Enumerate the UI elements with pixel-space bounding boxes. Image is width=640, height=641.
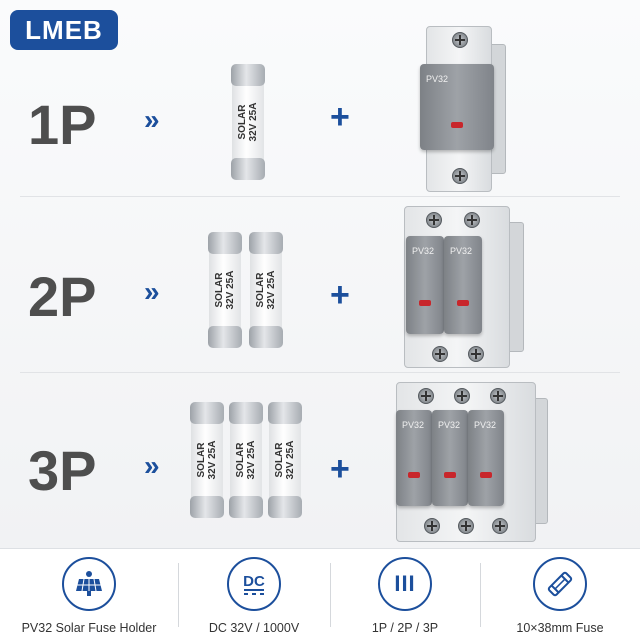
fuse-label-line1: SOLAR — [235, 442, 246, 478]
feature-item: PV32 Solar Fuse Holder — [0, 549, 178, 641]
screw-icon — [464, 212, 480, 228]
feature-label: 1P / 2P / 3P — [371, 621, 439, 635]
fuse-label-line1: SOLAR — [274, 442, 285, 478]
indicator-led-icon — [480, 472, 492, 478]
feature-label: DC 32V / 1000V — [208, 621, 300, 635]
row-divider — [20, 196, 620, 197]
fuse-label-line2: 32V 25A — [266, 270, 277, 310]
holder-label: PV32 — [402, 420, 425, 430]
solar-panel-icon — [62, 557, 116, 611]
feature-separator — [480, 563, 481, 627]
feature-item: III 1P / 2P / 3P — [330, 549, 480, 641]
screw-icon — [426, 212, 442, 228]
fuse-label-line2: 32V 25A — [225, 270, 236, 310]
screw-icon — [468, 346, 484, 362]
indicator-led-icon — [419, 300, 431, 306]
poles-icon: III — [378, 557, 432, 611]
fuse-label-line1: SOLAR — [255, 272, 266, 308]
pole-label: 2P — [28, 265, 97, 328]
fuse-holder-module: PV32 — [432, 410, 468, 506]
indicator-led-icon — [444, 472, 456, 478]
brand-logo: LMEB — [10, 10, 118, 50]
screw-icon — [418, 388, 434, 404]
screw-icon — [492, 518, 508, 534]
fuse-label-line1: SOLAR — [214, 272, 225, 308]
fuse-label-line1: SOLAR — [196, 442, 207, 478]
indicator-led-icon — [408, 472, 420, 478]
pole-label: 3P — [28, 439, 97, 502]
chevron-right-icon: » — [144, 104, 159, 135]
fuse-holder-module: PV32 — [396, 410, 432, 506]
pole-label: 1P — [28, 93, 97, 156]
plus-icon: + — [330, 276, 350, 314]
screw-icon — [452, 168, 468, 184]
holder-label: PV32 — [412, 246, 435, 256]
fuse-holder-module: PV32 — [420, 64, 494, 150]
feature-bar: PV32 Solar Fuse Holder DC DC 32V / 1000V… — [0, 548, 640, 641]
feature-separator — [330, 563, 331, 627]
holder-label: PV32 — [450, 246, 473, 256]
holder-label: PV32 — [474, 420, 497, 430]
feature-label: PV32 Solar Fuse Holder — [21, 621, 157, 635]
screw-icon — [490, 388, 506, 404]
dc-icon-text: DC — [243, 572, 265, 590]
holder-label: PV32 — [438, 420, 461, 430]
fuse-holder-2p: PV32 PV32 — [398, 206, 524, 368]
plus-icon: + — [330, 450, 350, 488]
screw-icon — [454, 388, 470, 404]
fuse-label-line2: 32V 25A — [285, 440, 296, 480]
feature-separator — [178, 563, 179, 627]
screw-icon — [458, 518, 474, 534]
chevron-right-icon: » — [144, 450, 159, 481]
fuse-holder-1p: PV32 — [416, 26, 506, 192]
dc-icon: DC — [227, 557, 281, 611]
poles-icon-text: III — [394, 571, 416, 596]
fuse-label-line1: SOLAR — [237, 104, 248, 140]
holder-label: PV32 — [426, 74, 449, 84]
fuse-holder-3p: PV32 PV32 PV32 — [392, 382, 548, 542]
fuse-icon — [533, 557, 587, 611]
fuse-label-line2: 32V 25A — [248, 102, 259, 142]
fuse-label-line2: 32V 25A — [246, 440, 257, 480]
screw-icon — [452, 32, 468, 48]
indicator-led-icon — [457, 300, 469, 306]
screw-icon — [424, 518, 440, 534]
feature-item: 10×38mm Fuse — [480, 549, 640, 641]
feature-item: DC DC 32V / 1000V — [178, 549, 330, 641]
plus-icon: + — [330, 98, 350, 136]
chevron-right-icon: » — [144, 276, 159, 307]
row-divider — [20, 372, 620, 373]
indicator-led-icon — [451, 122, 463, 128]
fuse-holder-module: PV32 — [444, 236, 482, 334]
fuse-holder-module: PV32 — [468, 410, 504, 506]
feature-label: 10×38mm Fuse — [516, 621, 604, 635]
fuse-label-line2: 32V 25A — [207, 440, 218, 480]
screw-icon — [432, 346, 448, 362]
fuse-holder-module: PV32 — [406, 236, 444, 334]
